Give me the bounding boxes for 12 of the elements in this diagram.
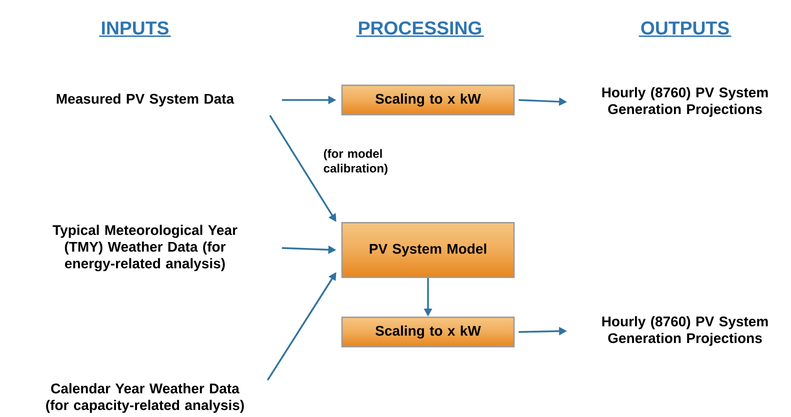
process-box: Scaling to x kW xyxy=(341,316,515,348)
input-text: Typical Meteorological Year (TMY) Weather Data (for energy-related analysis) xyxy=(52,224,238,272)
output-text: Hourly (8760) PV System Generation Projections xyxy=(602,316,768,346)
input-text: Calendar Year Weather Data (for capacity-related analysis) xyxy=(46,383,244,413)
edge-label: (for model calibration) xyxy=(324,149,388,175)
column-heading: PROCESSING xyxy=(356,21,484,37)
output-text: Hourly (8760) PV System Generation Projections xyxy=(602,87,768,117)
column-heading: OUTPUTS xyxy=(638,21,732,37)
process-box: PV System Model xyxy=(341,222,515,278)
column-heading: INPUTS xyxy=(99,21,171,37)
process-box: Scaling to x kW xyxy=(341,84,515,116)
input-text: Measured PV System Data xyxy=(56,93,234,107)
